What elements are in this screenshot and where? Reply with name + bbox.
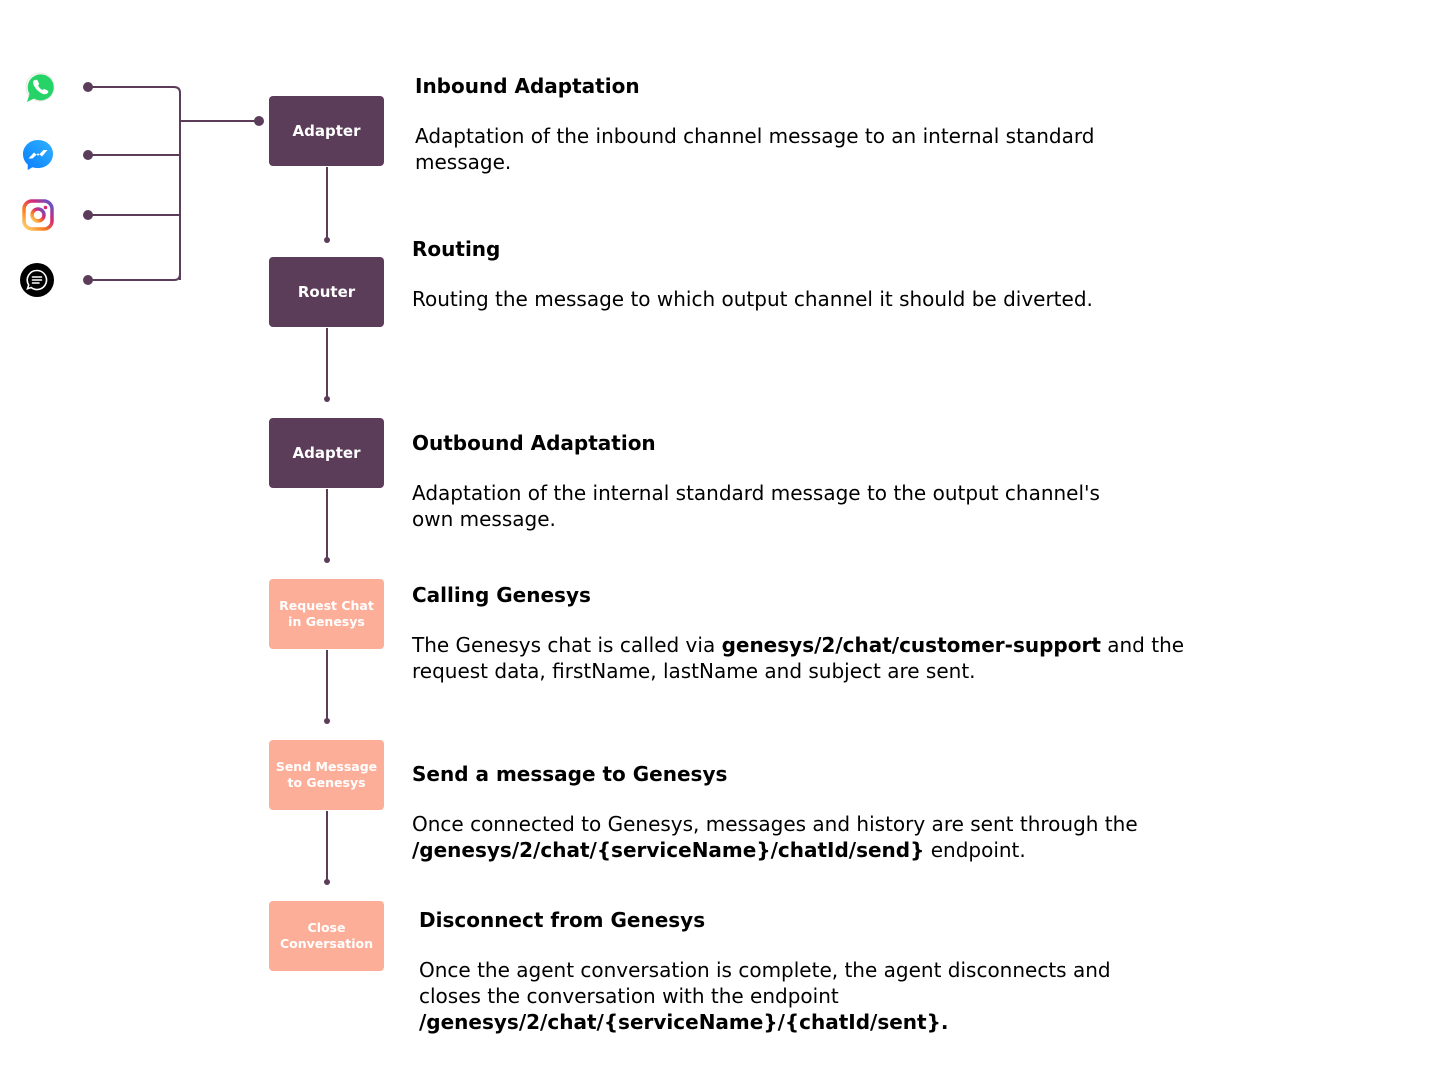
link-dot-1 [324, 237, 330, 243]
request-chat-node: Request Chat in Genesys [269, 579, 384, 649]
channel-dot-chat [83, 275, 93, 285]
close-conversation-node: Close Conversation [269, 901, 384, 971]
step-description: Adaptation of the internal standard mess… [412, 481, 1100, 531]
step-text-before: Once the agent conversation is complete,… [419, 958, 1111, 1008]
link-dot-3 [324, 557, 330, 563]
step-title: Send a message to Genesys [412, 762, 728, 786]
channel-line-chat [88, 273, 181, 281]
step-text-after: and the request data, firstName, lastNam… [412, 633, 1185, 683]
whatsapp-icon [25, 72, 55, 102]
channel-line-whatsapp [88, 86, 181, 280]
link-dot-4 [324, 718, 330, 724]
node-label: Request Chat in Genesys [279, 598, 374, 629]
adapter-outbound-node: Adapter [269, 418, 384, 488]
send-message-node: Send Message to Genesys [269, 740, 384, 810]
link-dot-5 [324, 879, 330, 885]
merge-dot [254, 116, 264, 126]
step-title: Disconnect from Genesys [419, 908, 706, 932]
step-routing: Routing Routing the message to which out… [412, 236, 1112, 312]
step-disconnect: Disconnect from Genesys Once the agent c… [419, 907, 1149, 1035]
router-node: Router [269, 257, 384, 327]
endpoint-code: /genesys/2/chat/{serviceName}/chatId/sen… [412, 838, 925, 862]
step-description: Adaptation of the inbound channel messag… [415, 124, 1095, 174]
node-label: Close Conversation [279, 920, 374, 951]
step-title: Outbound Adaptation [412, 431, 656, 455]
adapter-inbound-node: Adapter [269, 96, 384, 166]
node-label: Router [297, 283, 356, 301]
channel-dot-whatsapp [83, 82, 93, 92]
chat-icon [20, 263, 54, 297]
step-description: Once the agent conversation is complete,… [419, 957, 1149, 1035]
link-dot-2 [324, 396, 330, 402]
step-description: Routing the message to which output chan… [412, 287, 1093, 311]
step-description: Once connected to Genesys, messages and … [412, 811, 1212, 863]
endpoint-code: /genesys/2/chat/{serviceName}/{chatId/se… [419, 1010, 949, 1034]
step-text-before: The Genesys chat is called via [412, 633, 722, 657]
step-calling-genesys: Calling Genesys The Genesys chat is call… [412, 582, 1242, 684]
step-text-before: Once connected to Genesys, messages and … [412, 812, 1138, 836]
step-title: Inbound Adaptation [415, 74, 640, 98]
step-outbound-adaptation: Outbound Adaptation Adaptation of the in… [412, 430, 1112, 532]
messenger-icon [23, 140, 53, 170]
step-send-message: Send a message to Genesys Once connected… [412, 761, 1212, 863]
step-description: The Genesys chat is called via genesys/2… [412, 632, 1242, 684]
step-inbound-adaptation: Inbound Adaptation Adaptation of the inb… [415, 73, 1115, 175]
endpoint-code: genesys/2/chat/customer-support [721, 633, 1101, 657]
node-label: Adapter [292, 122, 361, 140]
step-title: Calling Genesys [412, 583, 591, 607]
step-title: Routing [412, 237, 501, 261]
node-label: Adapter [292, 444, 361, 462]
step-text-after: endpoint. [924, 838, 1026, 862]
node-label: Send Message to Genesys [275, 759, 378, 790]
channel-dot-instagram [83, 210, 93, 220]
instagram-icon [22, 199, 54, 231]
channel-dot-messenger [83, 150, 93, 160]
